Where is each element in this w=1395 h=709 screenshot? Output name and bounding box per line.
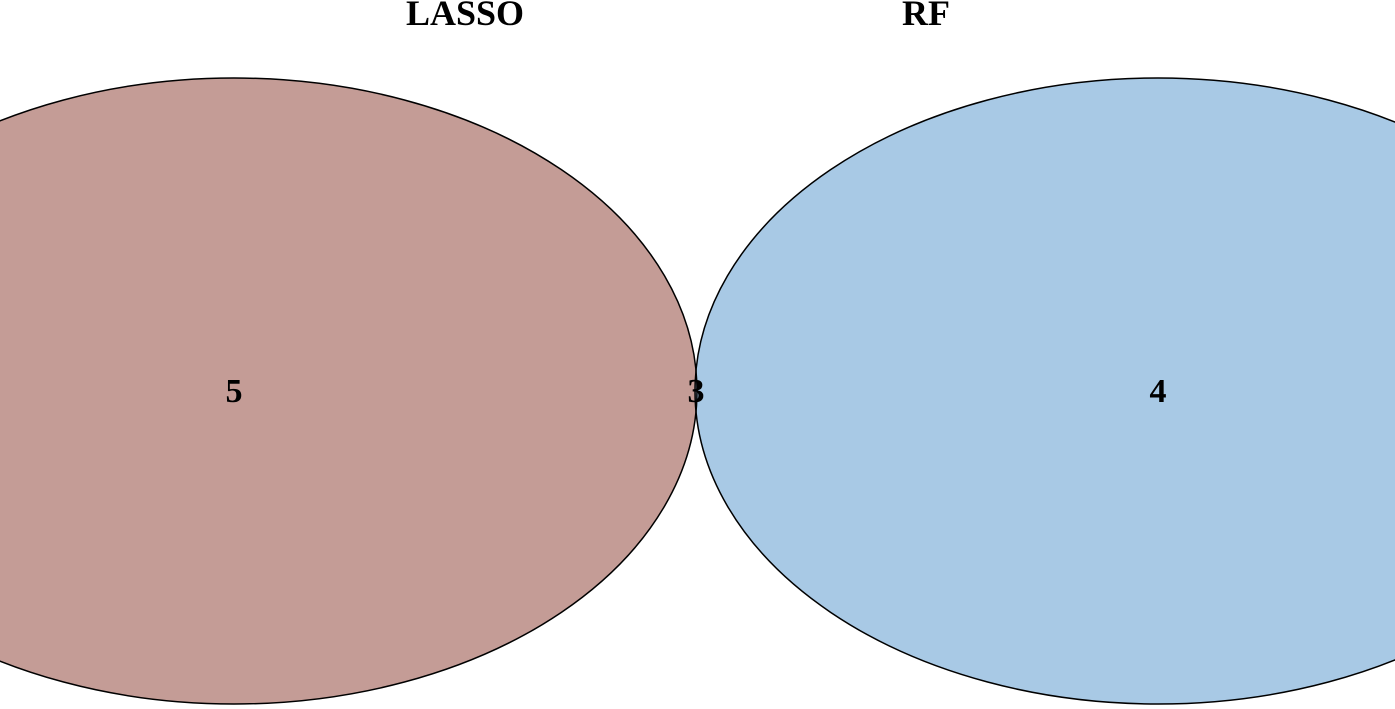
lasso-set-outline [0, 77, 698, 705]
lasso-only-count: 5 [226, 373, 243, 410]
rf-set-label: RF [902, 0, 950, 33]
lasso-set-ellipse [0, 78, 697, 704]
intersection-count: 3 [688, 373, 705, 410]
rf-set-outline [694, 77, 1395, 705]
lasso-set-label: LASSO [406, 0, 524, 33]
rf-set-ellipse [695, 78, 1395, 704]
rf-only-count: 4 [1150, 373, 1167, 410]
